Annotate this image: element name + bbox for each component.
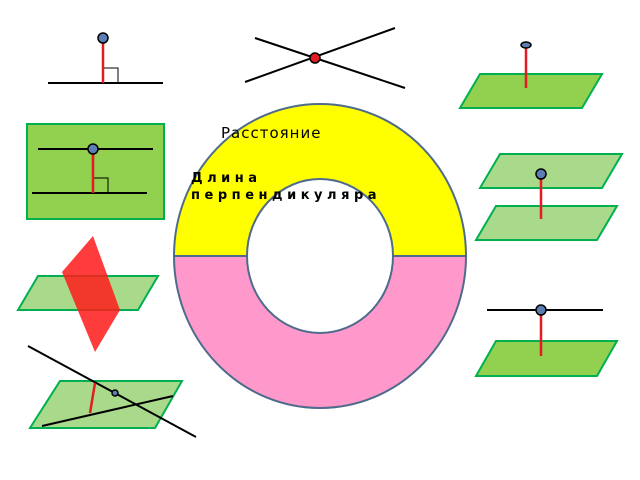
intersecting-lines-figure — [244, 27, 406, 89]
point — [535, 304, 547, 316]
intersection-point — [309, 52, 321, 64]
line-b — [244, 27, 396, 83]
point-to-plane-figure — [458, 41, 604, 109]
intersecting-planes-figure — [16, 236, 160, 352]
plane — [474, 340, 619, 377]
distance-ring: Расстояние Д л и н а п е р п е н д и к у… — [172, 103, 468, 409]
point — [97, 32, 109, 44]
plane-lower — [474, 205, 619, 241]
point — [535, 168, 547, 180]
perpendicular-segment — [88, 382, 97, 414]
point — [520, 41, 532, 49]
point — [87, 143, 99, 155]
plane — [28, 380, 184, 429]
plane — [458, 73, 604, 109]
ring-bottom-half — [172, 255, 468, 409]
ring-line-1: Д л и н а — [191, 171, 257, 186]
parallel-planes-figure — [474, 153, 624, 241]
point-to-line-figure — [48, 32, 163, 84]
red-plane — [62, 236, 120, 352]
ring-line-2: п е р п е н д и к у л я р а — [191, 188, 377, 203]
right-angle-mark — [103, 67, 119, 83]
line-a — [254, 37, 406, 89]
point — [111, 389, 119, 397]
ring-title: Расстояние — [221, 124, 321, 142]
line-parallel-plane-figure — [474, 304, 619, 377]
plane-upper — [478, 153, 624, 189]
line-on-plane — [41, 395, 174, 427]
right-angle-mark — [93, 177, 109, 193]
plane — [26, 123, 165, 220]
skew-lines-figure — [27, 345, 197, 438]
ring-top-half — [172, 103, 468, 257]
parallel-lines-figure — [26, 123, 165, 220]
